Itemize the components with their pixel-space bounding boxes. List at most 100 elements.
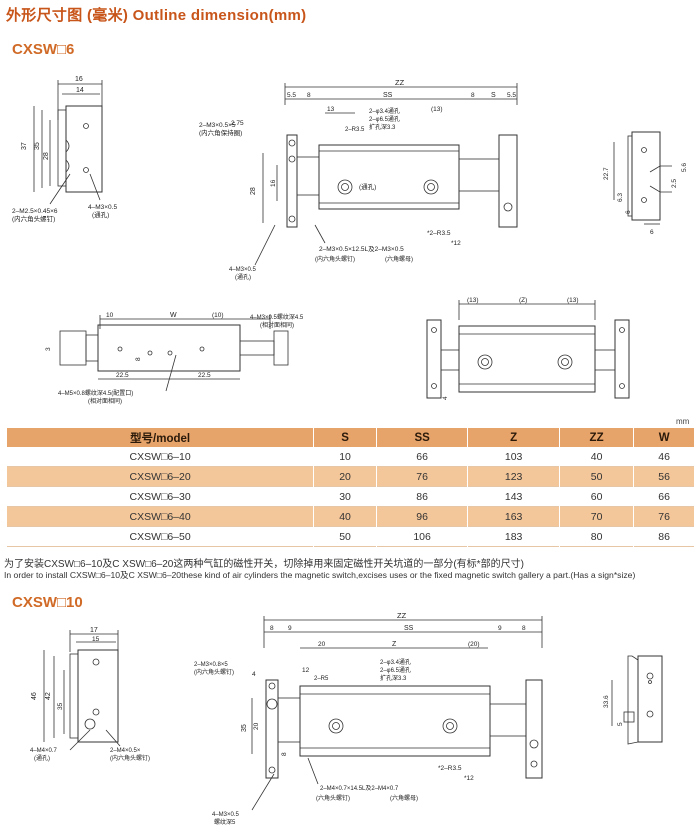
note-m4l: 2–M4×0.7×14.5L及2–M4×0.7 [320,785,399,792]
cell: 86 [375,486,468,507]
cell: 183 [467,526,560,547]
cell: 163 [467,506,560,527]
dim-13b: (13) [431,106,443,113]
note-m3t-sub: (相对面相同) [260,321,294,329]
dim-13a: 13 [327,106,335,113]
note-m3l: 2–M3×0.5×12.5L及2–M3×0.5 [319,245,404,253]
note-r35: 2–R3.5 [345,127,365,133]
dim-4-10: 4 [252,671,256,678]
dim-8: 8 [135,357,142,361]
dim-14: 14 [76,87,84,94]
dim-8a-10: 8 [270,625,274,632]
drawing-side-view-6: 22.7 5.6 2.5 6.3 6 6 [592,120,692,240]
cell: 10 [313,447,377,467]
dim-13-b: (13) [567,297,579,304]
cell: 76 [375,466,468,487]
note-hole: 2–φ3.4通孔 [369,107,400,115]
cell: 96 [375,506,468,527]
cell: 20 [313,466,377,487]
cell: CXSW□6–30 [5,486,314,507]
note-cn: 为了安装CXSW□6–10及C XSW□6–20这两种气缸的磁性开关，切除掉用来… [4,559,524,570]
dim-w: W [170,312,177,319]
dim-5-5b: 5.5 [507,92,516,99]
dim-ss: SS [383,92,393,99]
note-m3-10-sub: (内六角头螺钉) [194,668,234,676]
dim-12-10: 12 [302,667,310,674]
cell: 50 [558,466,634,487]
drawing-end-view-10: 17 15 46 42 35 4–M4×0.7 (通孔) 2–M4×0.5× (… [10,622,160,772]
note-m3b-10-sub: 螺纹深5 [214,818,236,826]
drawing-front-view-10: ZZ 8 9 SS 9 8 20 Z (20) 12 2–R5 2–φ3.4通孔… [192,608,552,830]
dim-15: 15 [92,636,100,643]
dim-9b-10: 9 [498,625,502,632]
note-m3t: 4–M3×0.5螺纹深4.5 [250,313,304,321]
dim-3: 3 [45,347,52,351]
note-m4l-sub1: (六角头螺钉) [316,794,350,802]
note-m3l-sub1: (内六角头螺钉) [315,255,355,263]
dim-10: 10 [106,312,114,319]
dim-5: 5 [617,722,624,726]
dim-28-b: 28 [250,187,257,195]
dim-zz: ZZ [395,78,405,87]
header-model: 型号/model [5,428,314,447]
dim-28: 28 [43,152,50,160]
cell: CXSW□6–10 [5,447,314,467]
dim-22-5b: 22.5 [198,372,211,379]
note-en: In order to install CXSW□6–10及C XSW□6–20… [4,570,636,580]
section-cxsw10: CXSW□10 [12,594,83,611]
dim-z: (Z) [519,297,527,304]
dim-4: 4 [442,396,449,400]
dim-46: 46 [31,692,38,700]
dim-s: S [491,92,496,99]
dim-12b-10: *12 [464,775,474,782]
dim-16-b: 16 [270,179,277,187]
dim-10b: (10) [212,312,224,319]
dim-5-6: 5.6 [681,163,688,172]
dim-22-7: 22.7 [603,167,610,180]
cell: 86 [633,526,694,547]
dim-22-5a: 22.5 [116,372,129,379]
note-cbore: 扩孔深3.3 [369,123,396,131]
note-hole-10: 2–φ3.4通孔 [380,658,411,666]
note-r35b: *2–R3.5 [427,230,451,237]
dim-5-5a: 5.5 [287,92,296,99]
section-cxsw6: CXSW□6 [12,41,75,58]
dim-z-10: Z [392,641,397,648]
dim-16: 16 [75,76,83,83]
cell: 106 [375,526,468,547]
drawing-side-view-10: 33.6 5 [592,650,692,750]
header-ss: SS [375,428,468,447]
cell: 143 [467,486,560,507]
note-m3b-10: 4–M3×0.5 [212,812,240,818]
table-header-row: 型号/model S SS Z ZZ W [5,428,694,447]
unit-label: mm [676,417,690,426]
dim-13-a: (13) [467,297,479,304]
note-m3l-sub2: (六角螺母) [385,255,413,263]
dim-8-b-10: 8 [281,752,288,756]
cell: CXSW□6–20 [5,466,314,487]
note-cbore-10: 扩孔深3.3 [380,674,407,682]
note-m25: 2–M2.5×0.45×6 [12,208,58,215]
note-m4: 4–M4×0.7 [30,748,58,754]
dim-35-10: 35 [57,702,64,710]
dim-2-75: 2.75 [231,120,244,127]
drawing-end-view-6: 16 14 37 35 28 2–M2.5×0.45×6 (内六角头螺钉) 4–… [10,70,140,240]
note-m5: 4–M5×0.8螺纹深4.5(配置口) [58,389,133,397]
dim-20-b-10: 20 [253,722,260,730]
cell: CXSW□6–50 [5,526,314,547]
dim-42: 42 [45,692,52,700]
cell: CXSW□6–40 [5,506,314,527]
note-m5-10: 2–M4×0.5× [110,748,141,754]
note-hole2-10: 2–φ6.5通孔 [380,666,411,674]
cell: 50 [313,526,377,547]
note-m3b: 4–M3×0.5 [229,267,257,273]
cell: 123 [467,466,560,487]
dim-35-b-10: 35 [241,724,248,732]
cell: 80 [558,526,634,547]
drawing-front-view-6: ZZ 5.5 8 SS 8 S 5.5 13 (13) 2–R3.5 2–φ3.… [195,75,535,290]
